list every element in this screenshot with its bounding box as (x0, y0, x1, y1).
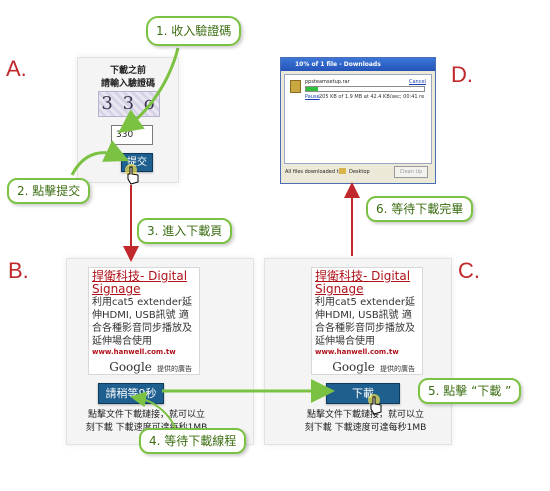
download-status: 205 KB of 1.9 MB at 42.4 KB/sec; 00:41 r… (319, 94, 425, 100)
ad-url-b[interactable]: www.hanwell.com.tw (92, 348, 176, 356)
label-c: C. (458, 258, 480, 283)
download-footer-label: All files downloaded to: (285, 169, 344, 175)
download-list: ppsteamsetup.rar Cancel Pause 205 KB of … (284, 74, 432, 164)
wait-page-panel: 捍衛科技- Digital Signage 利用cat5 extender延伸H… (66, 258, 254, 445)
callout-step-1: 1. 收入驗證碼 (146, 16, 242, 46)
ad-box-c: 捍衛科技- Digital Signage 利用cat5 extender延伸H… (311, 267, 423, 375)
captcha-image: 3 3 o (98, 91, 160, 117)
clean-up-label: Clean Up (399, 169, 423, 175)
label-a: A. (6, 56, 27, 81)
clean-up-button[interactable]: Clean Up (394, 166, 428, 178)
captcha-image-text: 3 3 o (101, 93, 157, 114)
captcha-input-value: 330 (116, 130, 134, 140)
callout-step-3: 3. 進入下載頁 (137, 218, 233, 244)
ad-body-b: 利用cat5 extender延伸HDMI, USB訊號 適合各種影音同步播放及… (92, 297, 193, 347)
callout-step-6: 6. 等待下載完畢 (366, 196, 474, 222)
ad-title-c[interactable]: 捍衛科技- Digital Signage (315, 269, 411, 296)
download-cancel-link[interactable]: Cancel (409, 79, 426, 85)
captcha-heading-2: 請輸入驗證碼 (100, 79, 155, 89)
file-icon (290, 80, 301, 93)
download-progress-bar (305, 86, 425, 92)
download-page-panel: 捍衛科技- Digital Signage 利用cat5 extender延伸H… (264, 258, 452, 445)
ad-body-c: 利用cat5 extender延伸HDMI, USB訊號 適合各種影音同步播放及… (315, 297, 416, 347)
ad-box-b: 捍衛科技- Digital Signage 利用cat5 extender延伸H… (88, 267, 200, 375)
download-button-label: 下載 (352, 387, 374, 400)
wait-button-label: 請稍等9秒 (105, 387, 157, 400)
download-window: 10% of 1 file - Downloads ppsteamsetup.r… (280, 57, 436, 184)
download-progress-fill (306, 87, 318, 91)
download-window-title: 10% of 1 file - Downloads (281, 58, 435, 71)
download-filename: ppsteamsetup.rar (305, 79, 350, 85)
download-page-note: 點擊文件下載鏈接，就可以立刻下載 下載速度可達每秒1MB (304, 410, 427, 433)
ad-provided-b: 提供的廣告 (157, 365, 192, 373)
submit-button-label: 提交 (127, 157, 147, 168)
callout-step-2: 2. 點擊提交 (7, 178, 91, 204)
callout-step-5: 5. 點擊 “下載 ” (418, 378, 522, 404)
hand-cursor-icon (123, 164, 143, 190)
google-logo-b: Google (109, 360, 152, 374)
ad-provided-c: 提供的廣告 (380, 365, 415, 373)
ad-url-c[interactable]: www.hanwell.com.tw (315, 348, 399, 356)
download-button[interactable]: 下載 (326, 383, 400, 404)
captcha-input[interactable]: 330 (111, 125, 153, 145)
google-logo-c: Google (332, 360, 375, 374)
label-d: D. (451, 62, 473, 87)
wait-button[interactable]: 請稍等9秒 (98, 383, 164, 404)
ad-title-b[interactable]: 捍衛科技- Digital Signage (92, 269, 188, 296)
download-pause-link[interactable]: Pause (305, 94, 320, 100)
callout-step-4: 4. 等待下載線程 (139, 428, 247, 454)
captcha-heading-1: 下載之前 (109, 66, 146, 76)
hand-cursor-icon-download (366, 394, 386, 420)
label-b: B. (8, 258, 29, 283)
folder-icon (339, 168, 346, 174)
download-footer-folder: Desktop (349, 169, 370, 175)
